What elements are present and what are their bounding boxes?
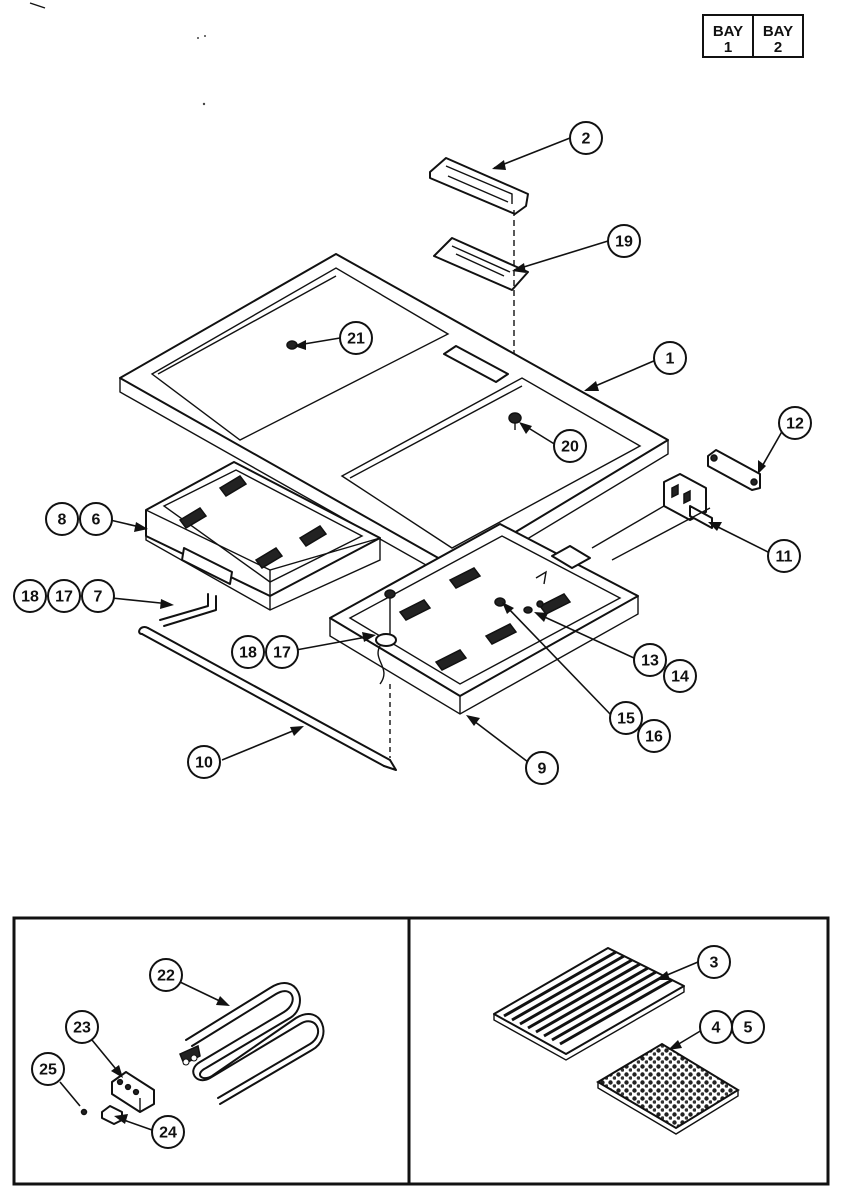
svg-text:20: 20 <box>561 439 579 456</box>
part-25-screw <box>80 1108 88 1116</box>
callout-6: 6 <box>79 502 113 536</box>
part-12-bracket <box>707 449 761 491</box>
part-6-drip-pan-left <box>145 461 381 611</box>
callout-17-left: 17 <box>47 579 81 613</box>
svg-text:12: 12 <box>786 416 804 433</box>
part-19-plate <box>433 237 529 291</box>
bay1-number: 1 <box>724 39 732 56</box>
svg-text:3: 3 <box>710 955 719 972</box>
inset-frames <box>12 916 830 1186</box>
part-10-element-rod <box>138 626 397 771</box>
callout-19: 19 <box>607 224 641 258</box>
svg-text:15: 15 <box>617 711 635 728</box>
svg-text:6: 6 <box>92 512 101 529</box>
callout-5: 5 <box>731 1010 765 1044</box>
part-17-18-screw-right <box>375 589 397 758</box>
callout-7: 7 <box>81 579 115 613</box>
svg-text:22: 22 <box>157 968 175 985</box>
svg-text:17: 17 <box>273 645 291 662</box>
callout-16: 16 <box>637 719 671 753</box>
part-21-screw <box>286 340 298 350</box>
svg-text:9: 9 <box>538 761 547 778</box>
callout-10: 10 <box>187 745 221 779</box>
svg-text:14: 14 <box>671 669 689 686</box>
part-9-drip-pan-right <box>329 523 639 715</box>
svg-text:18: 18 <box>21 589 39 606</box>
svg-text:19: 19 <box>615 234 633 251</box>
svg-text:7: 7 <box>94 589 103 606</box>
svg-text:13: 13 <box>641 653 659 670</box>
svg-text:10: 10 <box>195 755 213 772</box>
svg-text:2: 2 <box>582 131 591 148</box>
svg-text:4: 4 <box>712 1020 721 1037</box>
callout-1: 1 <box>653 341 687 375</box>
bay2-label: BAY <box>763 23 793 40</box>
svg-text:24: 24 <box>159 1125 177 1142</box>
svg-text:8: 8 <box>58 512 67 529</box>
part-11-terminal-block <box>663 473 713 529</box>
part-22-heating-element <box>179 982 325 1105</box>
svg-text:17: 17 <box>55 589 73 606</box>
callout-21: 21 <box>339 321 373 355</box>
part-7-element-lead <box>159 593 217 627</box>
bay1-label: BAY <box>713 23 743 40</box>
callout-12: 12 <box>778 406 812 440</box>
callout-24: 24 <box>151 1115 185 1149</box>
callout-18-right: 18 <box>231 635 265 669</box>
svg-text:18: 18 <box>239 645 257 662</box>
callout-20: 20 <box>553 429 587 463</box>
svg-text:1: 1 <box>666 351 675 368</box>
svg-text:21: 21 <box>347 331 365 348</box>
callout-18-left: 18 <box>13 579 47 613</box>
bay-label-box: BAY 1 BAY 2 <box>702 14 804 58</box>
callout-25: 25 <box>31 1052 65 1086</box>
callout-2: 2 <box>569 121 603 155</box>
svg-text:23: 23 <box>73 1020 91 1037</box>
inset-leaders <box>59 961 703 1131</box>
scan-specks <box>29 2 206 106</box>
callout-13: 13 <box>633 643 667 677</box>
bay2-number: 2 <box>774 39 782 56</box>
part-2-trim-cap <box>429 157 529 215</box>
callout-14: 14 <box>663 659 697 693</box>
callout-11: 11 <box>767 539 801 573</box>
svg-text:5: 5 <box>744 1020 753 1037</box>
callout-9: 9 <box>525 751 559 785</box>
svg-text:25: 25 <box>39 1062 57 1079</box>
callout-4: 4 <box>699 1010 733 1044</box>
callout-3: 3 <box>697 945 731 979</box>
parts-13-16-screws <box>494 570 547 614</box>
part-24-clip <box>101 1105 123 1125</box>
part-4-5-lava-rock-tray <box>596 1042 740 1135</box>
callout-23: 23 <box>65 1010 99 1044</box>
svg-text:11: 11 <box>776 549 793 566</box>
callout-17-right: 17 <box>265 635 299 669</box>
callout-22: 22 <box>149 958 183 992</box>
part-3-grill-grate <box>493 947 685 1061</box>
callout-8: 8 <box>45 502 79 536</box>
part-20-screw <box>508 412 522 430</box>
svg-text:16: 16 <box>645 729 663 746</box>
leader-lines <box>109 137 785 763</box>
part-23-terminal-block <box>111 1071 155 1113</box>
callout-15: 15 <box>609 701 643 735</box>
